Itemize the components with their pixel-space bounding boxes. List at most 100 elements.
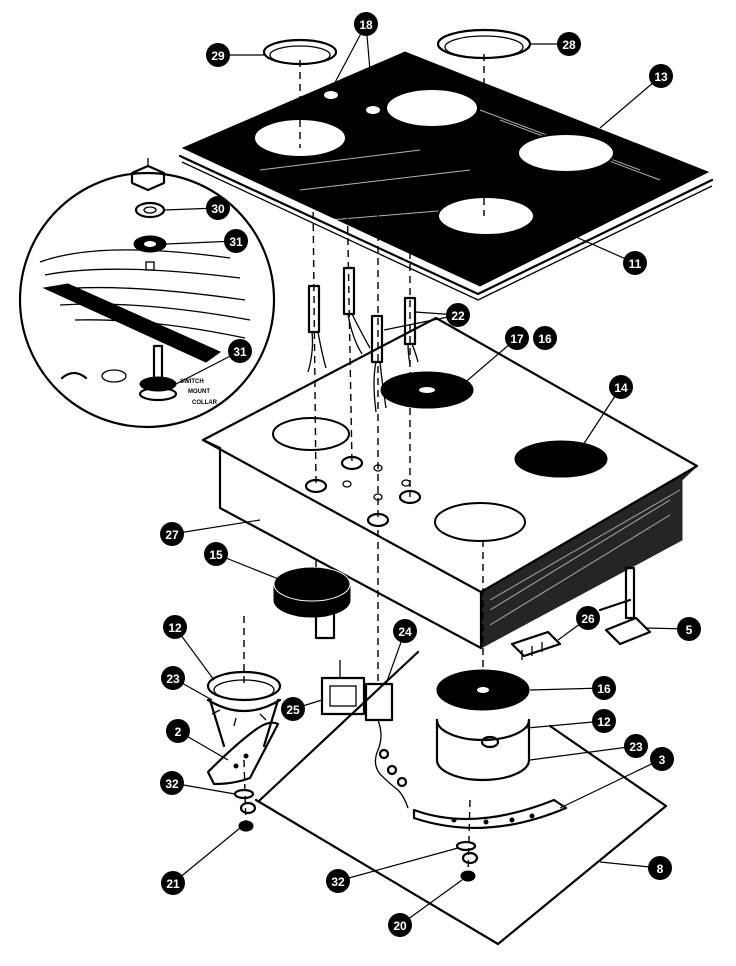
callout-number: 22 <box>451 309 465 323</box>
callout-leader-15 <box>215 553 287 583</box>
callout-bubble <box>650 747 674 771</box>
callout-bubble <box>624 734 648 758</box>
callout-leader-16 <box>529 687 605 691</box>
callout-16: 16 <box>592 676 616 700</box>
callout-bubble <box>648 856 672 880</box>
callout-bubble <box>166 719 190 743</box>
terminal-block-26 <box>510 630 562 660</box>
callout-bubble <box>161 666 185 690</box>
callout-15: 15 <box>204 542 228 566</box>
callout-3: 3 <box>650 747 674 771</box>
callout-31: 31 <box>224 229 248 253</box>
callout-24: 24 <box>393 619 417 643</box>
callout-12: 12 <box>592 709 616 733</box>
callout-number: 28 <box>562 38 576 52</box>
callout-number: 16 <box>597 682 611 696</box>
callout-number: 29 <box>211 49 225 63</box>
callout-18: 18 <box>354 12 378 36</box>
callout-bubble <box>281 697 305 721</box>
callout-bubble <box>446 303 470 327</box>
callout-number: 15 <box>209 548 223 562</box>
callout-bubble <box>160 771 184 795</box>
callout-number: 11 <box>629 257 642 271</box>
callout-number: 27 <box>165 528 179 542</box>
callout-bubble <box>163 615 187 639</box>
bracket-3 <box>412 798 568 829</box>
callout-8: 8 <box>648 856 672 880</box>
callout-bubble <box>228 339 252 363</box>
callout-21: 21 <box>161 871 185 895</box>
callout-number: 20 <box>393 919 407 933</box>
element-support-box <box>201 316 699 650</box>
callout-bubble <box>160 522 184 546</box>
svg-text:SWITCH: SWITCH <box>180 379 204 385</box>
callout-number: 24 <box>398 625 412 639</box>
callout-bubble <box>533 326 557 350</box>
callout-number: 12 <box>597 715 611 729</box>
callout-number: 5 <box>686 623 693 637</box>
callout-30: 30 <box>206 196 230 220</box>
callout-23: 23 <box>624 734 648 758</box>
bracket-2 <box>206 721 280 786</box>
callout-23: 23 <box>161 666 185 690</box>
radiant-element-15 <box>273 566 351 640</box>
callout-number: 2 <box>175 725 182 739</box>
callout-14: 14 <box>609 375 633 399</box>
callout-bubble <box>505 326 529 350</box>
callout-bubble <box>224 229 248 253</box>
radiant-element-16 <box>435 669 531 782</box>
callout-number: 13 <box>654 70 668 84</box>
callout-bubble <box>206 43 230 67</box>
callout-bubble <box>354 12 378 36</box>
callout-26: 26 <box>576 606 600 630</box>
cooktop-glass-top <box>178 51 714 301</box>
callout-bubble <box>557 32 581 56</box>
callout-number: 17 <box>510 332 524 346</box>
callout-leader-18 <box>365 23 374 106</box>
callout-bubble <box>326 869 350 893</box>
callout-bubble <box>204 542 228 566</box>
callout-leader-18 <box>330 23 367 91</box>
callout-13: 13 <box>649 64 673 88</box>
callout-number: 12 <box>168 621 182 635</box>
fasteners <box>233 788 479 882</box>
callout-bubble <box>623 251 647 275</box>
callout-number: 26 <box>581 612 595 626</box>
callout-number: 16 <box>538 332 552 346</box>
callout-29: 29 <box>206 43 230 67</box>
base-frame-8 <box>254 650 668 946</box>
callout-leader-22 <box>383 314 459 331</box>
switch-25 <box>320 660 366 716</box>
callout-bubble <box>592 709 616 733</box>
callout-20: 20 <box>388 913 412 937</box>
switch-mount-inset <box>18 158 276 429</box>
callout-leader-20 <box>399 879 463 926</box>
callout-5: 5 <box>677 617 701 641</box>
callout-bubble <box>206 196 230 220</box>
callout-leader-17 <box>461 337 518 386</box>
inset-note: SWITCH MOUNT COLLAR <box>180 379 218 406</box>
callout-12: 12 <box>163 615 187 639</box>
callout-11: 11 <box>623 251 647 275</box>
callout-bubble <box>161 871 185 895</box>
callout-22: 22 <box>446 303 470 327</box>
callout-leader-27 <box>171 519 261 535</box>
callout-leader-13 <box>599 75 662 129</box>
callout-number: 14 <box>614 381 628 395</box>
callout-number: 32 <box>331 875 345 889</box>
clamp-5 <box>598 566 652 646</box>
callout-25: 25 <box>281 697 305 721</box>
trim-ring-large <box>436 28 532 60</box>
callout-bubble <box>393 619 417 643</box>
callout-leader-31 <box>175 350 241 385</box>
callout-32: 32 <box>326 869 350 893</box>
callout-bubble <box>609 375 633 399</box>
svg-text:COLLAR: COLLAR <box>192 400 218 406</box>
callout-27: 27 <box>160 522 184 546</box>
callout-32: 32 <box>160 771 184 795</box>
callout-number: 31 <box>233 345 247 359</box>
callout-leader-23 <box>529 745 637 761</box>
callout-leader-21 <box>172 827 241 884</box>
callout-16: 16 <box>533 326 557 350</box>
